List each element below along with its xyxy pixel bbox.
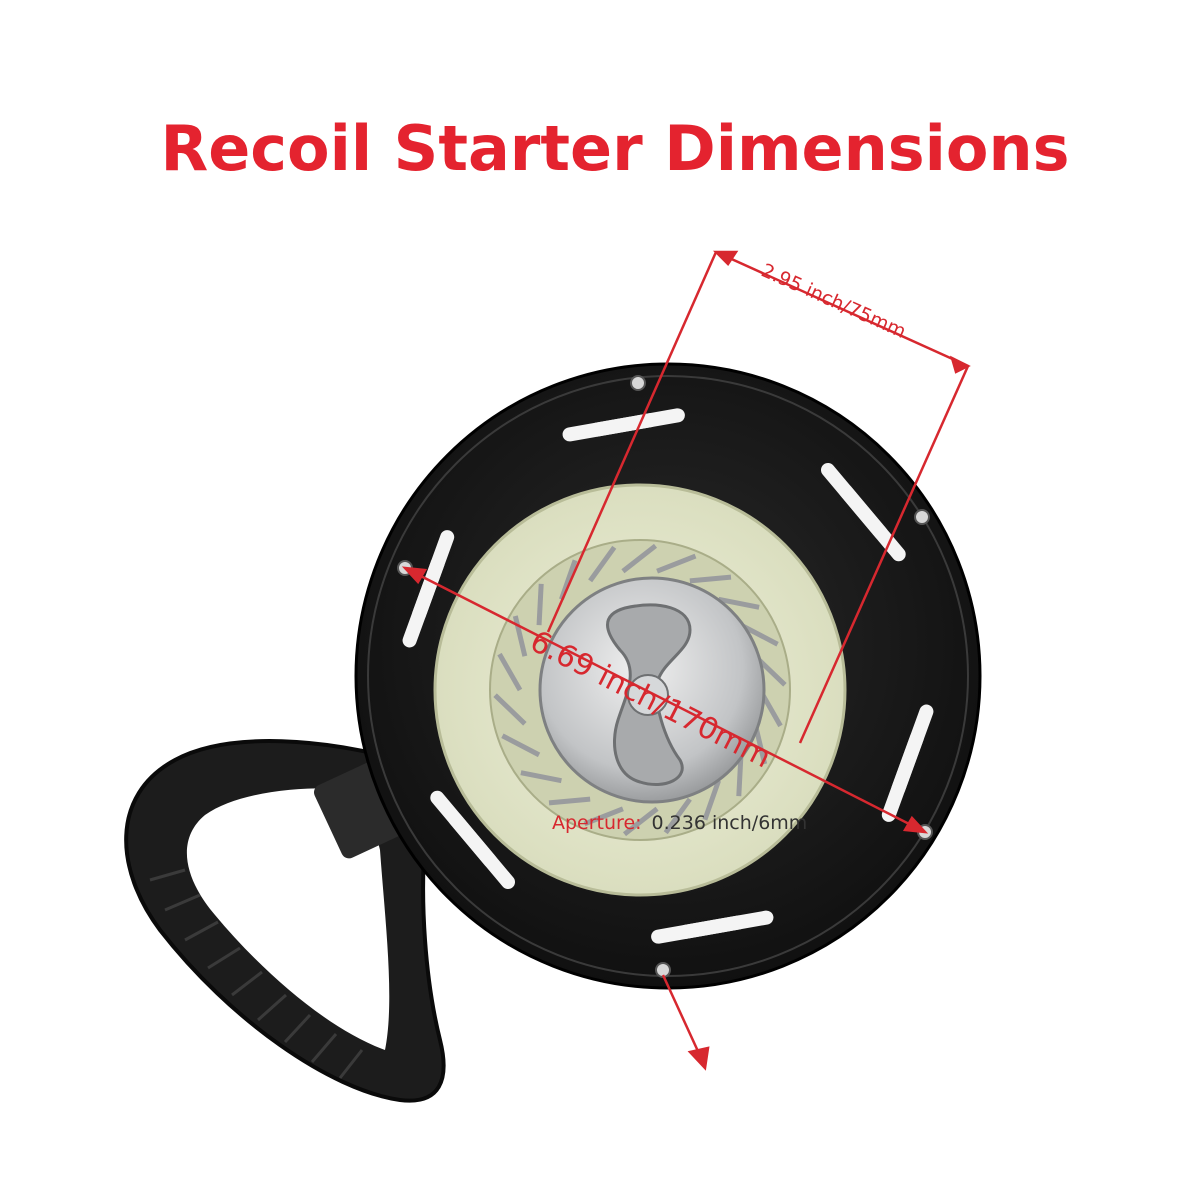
arrow-head (687, 1046, 710, 1071)
spring-coil (656, 553, 697, 574)
vent-slots (402, 408, 934, 944)
arrow-head (712, 250, 739, 266)
dim-line-aperture (661, 974, 704, 1061)
spring-coil (689, 574, 732, 584)
dim-line-diameter (404, 566, 926, 834)
spring-coil (493, 693, 527, 726)
center-hub (538, 576, 766, 804)
vent-slot (856, 505, 906, 562)
vent-slot (421, 530, 455, 595)
vent-slot (881, 757, 915, 822)
arrow-head (902, 815, 929, 834)
dim-line-right (798, 365, 970, 744)
spring-coil (583, 806, 624, 827)
vent-slot (651, 920, 719, 944)
spring-coil (622, 806, 659, 837)
arrow-head (401, 566, 428, 585)
spring-coil (520, 770, 562, 784)
spring-coil (501, 733, 541, 758)
dim-line-left (546, 251, 718, 633)
spring-coil (736, 754, 744, 797)
spring-coil (548, 796, 591, 806)
spring-coil (621, 543, 658, 574)
spring-coil (663, 797, 692, 835)
spring-coil (702, 779, 721, 821)
aperture-label: Aperture: (552, 812, 642, 834)
spring-coil (536, 583, 544, 626)
spring-coil (512, 615, 528, 657)
aperture-value: 0.236 inch/6mm (651, 812, 808, 834)
aperture-caption: Aperture: 0.236 inch/6mm (552, 812, 807, 834)
dimension-lines (401, 250, 971, 1071)
page-title: Recoil Starter Dimensions (160, 112, 1070, 185)
arrow-head (950, 355, 971, 374)
top-width-label: 2.95 inch/75mm (758, 259, 909, 342)
spring-coil (588, 545, 617, 583)
spring-coil (497, 652, 523, 692)
spring-coil (718, 596, 760, 610)
vent-slot (430, 790, 480, 847)
spring-coils (493, 543, 787, 837)
dim-line-top-width (715, 250, 969, 368)
spring-coil (559, 559, 578, 601)
vent-slot (617, 408, 685, 432)
